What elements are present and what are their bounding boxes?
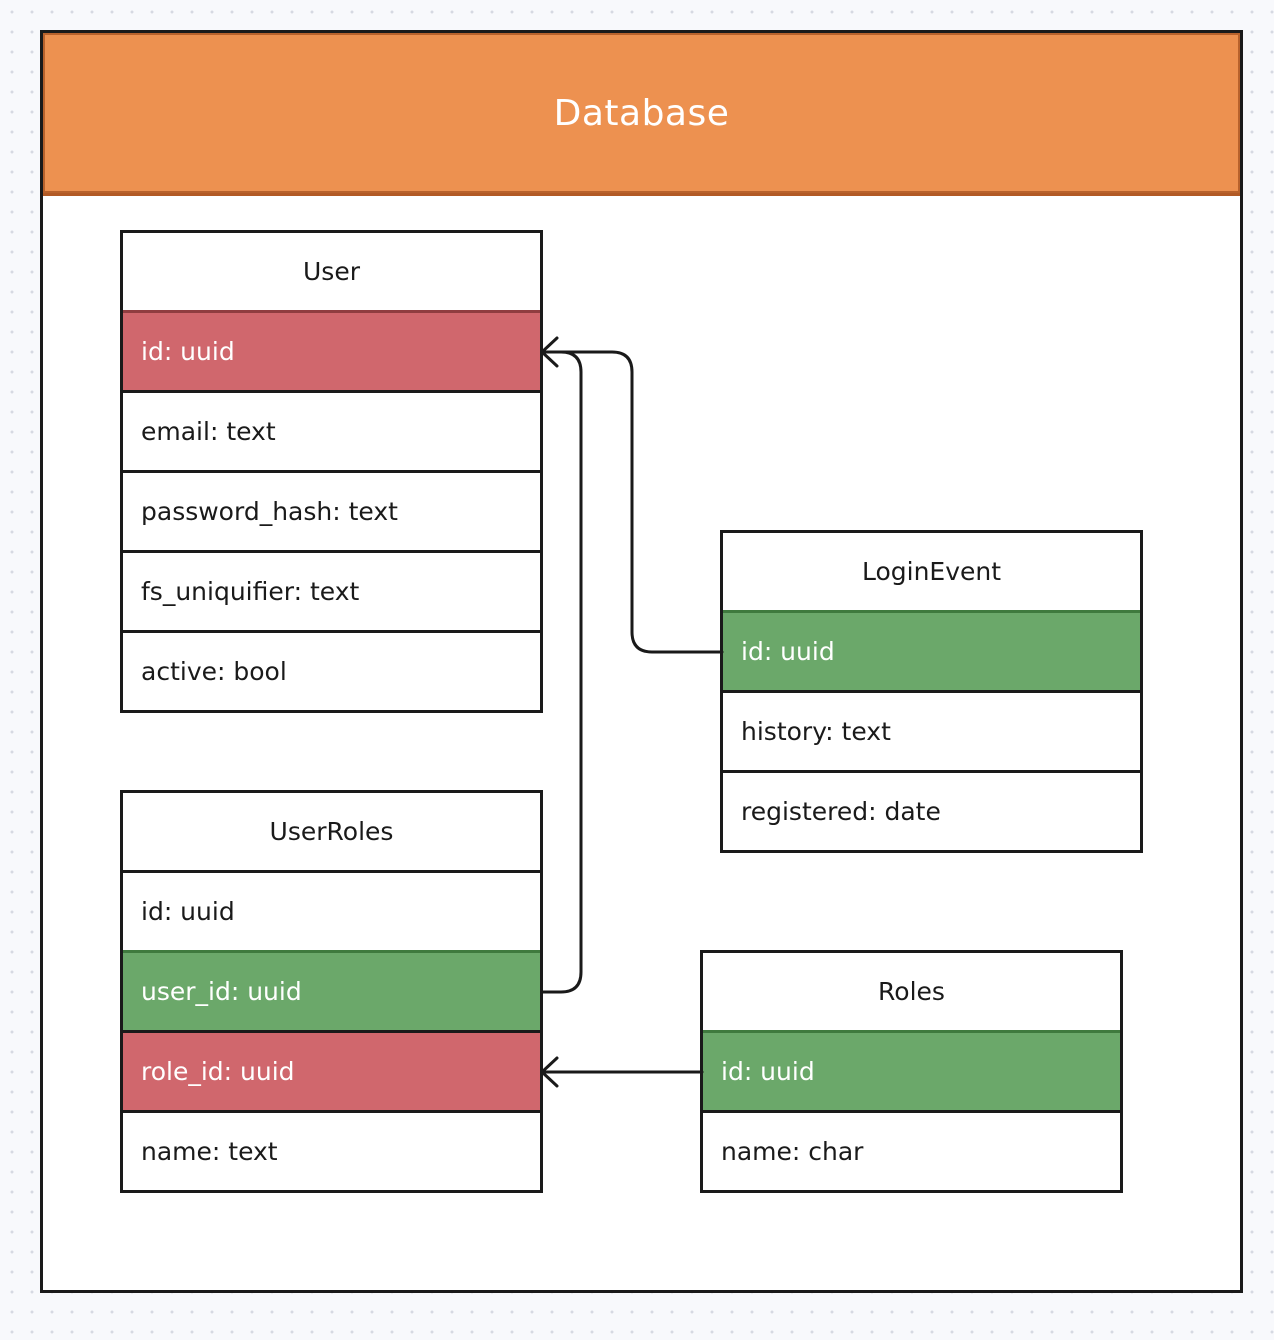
table-user-title: User xyxy=(303,257,360,286)
database-title: Database xyxy=(43,33,1240,196)
table-login-event[interactable]: LoginEvent id: uuid history: text regist… xyxy=(720,530,1143,853)
table-user[interactable]: User id: uuid email: text password_hash:… xyxy=(120,230,543,713)
table-user-roles[interactable]: UserRoles id: uuid user_id: uuid role_id… xyxy=(120,790,543,1193)
table-login-event-title: LoginEvent xyxy=(861,557,1002,586)
user-field-password-hash[interactable]: password_hash: text xyxy=(123,470,540,550)
user-roles-field-name[interactable]: name: text xyxy=(123,1110,540,1190)
table-roles[interactable]: Roles id: uuid name: char xyxy=(700,950,1123,1193)
user-roles-field-role-id[interactable]: role_id: uuid xyxy=(123,1030,540,1110)
table-user-roles-title: UserRoles xyxy=(269,817,394,846)
login-event-field-registered[interactable]: registered: date xyxy=(723,770,1140,850)
roles-field-id[interactable]: id: uuid xyxy=(703,1030,1120,1110)
user-field-id[interactable]: id: uuid xyxy=(123,310,540,390)
roles-field-name[interactable]: name: char xyxy=(703,1110,1120,1190)
user-roles-field-id[interactable]: id: uuid xyxy=(123,870,540,950)
user-field-email[interactable]: email: text xyxy=(123,390,540,470)
user-field-fs-uniquifier[interactable]: fs_uniquifier: text xyxy=(123,550,540,630)
user-field-active[interactable]: active: bool xyxy=(123,630,540,710)
table-roles-title: Roles xyxy=(878,977,945,1006)
login-event-field-history[interactable]: history: text xyxy=(723,690,1140,770)
user-roles-field-user-id[interactable]: user_id: uuid xyxy=(123,950,540,1030)
login-event-field-id[interactable]: id: uuid xyxy=(723,610,1140,690)
